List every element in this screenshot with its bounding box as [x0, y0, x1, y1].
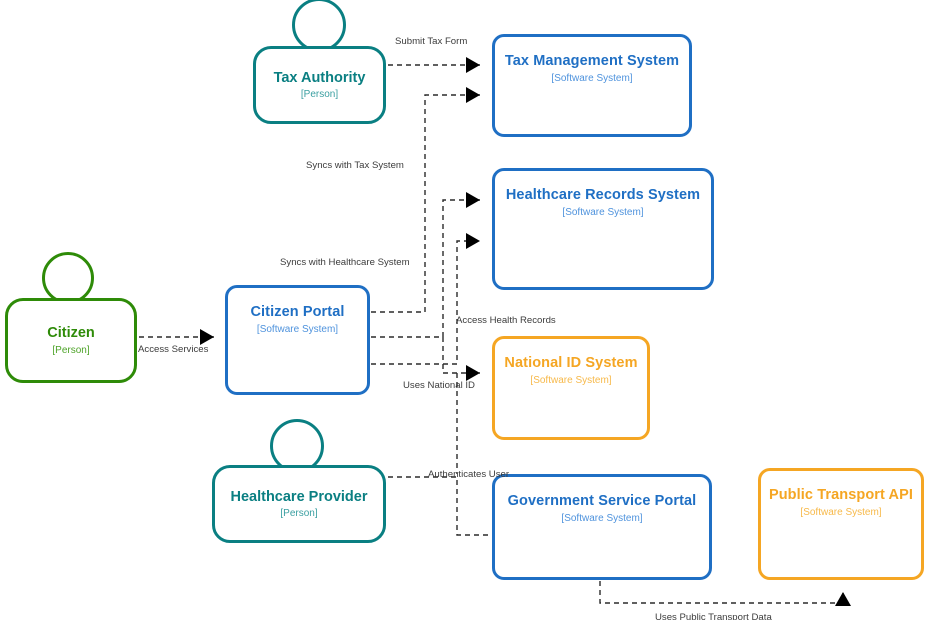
node-subtitle-public-transport-api: [Software System]	[800, 506, 882, 518]
node-subtitle-citizen-portal: [Software System]	[256, 323, 339, 335]
node-title-tax-management-system: Tax Management System	[504, 53, 680, 69]
edge-label-uses-national-id: Uses National ID	[403, 380, 475, 391]
node-title-government-service-portal: Government Service Portal	[507, 493, 697, 509]
connector-uses-public-transport-data	[599, 581, 844, 604]
node-title-citizen: Citizen	[47, 325, 95, 342]
node-title-citizen-portal: Citizen Portal	[250, 304, 345, 320]
edge-label-access-health-records: Access Health Records	[456, 315, 556, 326]
edge-label-submit-tax-form: Submit Tax Form	[395, 36, 468, 47]
person-body-healthcare-provider[interactable]: Healthcare Provider [Person]	[212, 465, 386, 543]
node-title-national-id-system: National ID System	[504, 355, 638, 371]
edge-label-uses-public-transport-data: Uses Public Transport Data	[655, 612, 772, 620]
connector-uses-national-id	[442, 337, 480, 374]
node-healthcare-records-system[interactable]: Healthcare Records System [Software Syste…	[492, 168, 714, 290]
arrowhead-syncs-with-healthcare-system	[466, 192, 480, 208]
node-citizen-portal[interactable]: Citizen Portal [Software System]	[225, 285, 370, 395]
connector-syncs-with-tax-system	[371, 94, 480, 313]
arrowhead-submit-tax-form	[466, 57, 480, 73]
node-public-transport-api[interactable]: Public Transport API [Software System]	[758, 468, 924, 580]
node-subtitle-government-service-portal: [Software System]	[561, 512, 643, 524]
person-body-citizen[interactable]: Citizen [Person]	[5, 298, 137, 383]
edge-label-authenticates-user: Authenticates User	[428, 469, 510, 480]
arrowhead-access-services	[200, 329, 214, 345]
node-title-public-transport-api: Public Transport API	[768, 487, 914, 503]
arrowhead-access-health-records	[466, 233, 480, 249]
edge-label-syncs-with-healthcare-system: Syncs with Healthcare System	[280, 257, 410, 268]
node-subtitle-healthcare-records-system: [Software System]	[562, 206, 644, 218]
arrowhead-uses-public-transport-data	[835, 592, 851, 606]
node-title-healthcare-provider: Healthcare Provider	[230, 488, 368, 505]
edge-label-access-services: Access Services	[138, 344, 209, 355]
node-tax-management-system[interactable]: Tax Management System [Software System]	[492, 34, 692, 137]
edge-label-syncs-with-tax-system: Syncs with Tax System	[306, 160, 404, 171]
arrowhead-uses-national-id	[466, 365, 480, 381]
node-title-tax-authority: Tax Authority	[273, 69, 366, 86]
connector-authenticates-user	[388, 476, 492, 536]
node-title-healthcare-records-system: Healthcare Records System	[505, 187, 701, 203]
node-subtitle-citizen: [Person]	[52, 344, 90, 356]
node-subtitle-national-id-system: [Software System]	[530, 374, 612, 386]
node-subtitle-tax-management-system: [Software System]	[551, 72, 633, 84]
connector-syncs-with-healthcare-system	[371, 199, 480, 338]
node-subtitle-healthcare-provider: [Person]	[280, 508, 318, 520]
node-subtitle-tax-authority: [Person]	[300, 89, 339, 101]
node-government-service-portal[interactable]: Government Service Portal [Software Syste…	[492, 474, 712, 580]
person-body-tax-authority[interactable]: Tax Authority [Person]	[253, 46, 386, 124]
node-national-id-system[interactable]: National ID System [Software System]	[492, 336, 650, 440]
arrowhead-syncs-with-tax-system	[466, 87, 480, 103]
